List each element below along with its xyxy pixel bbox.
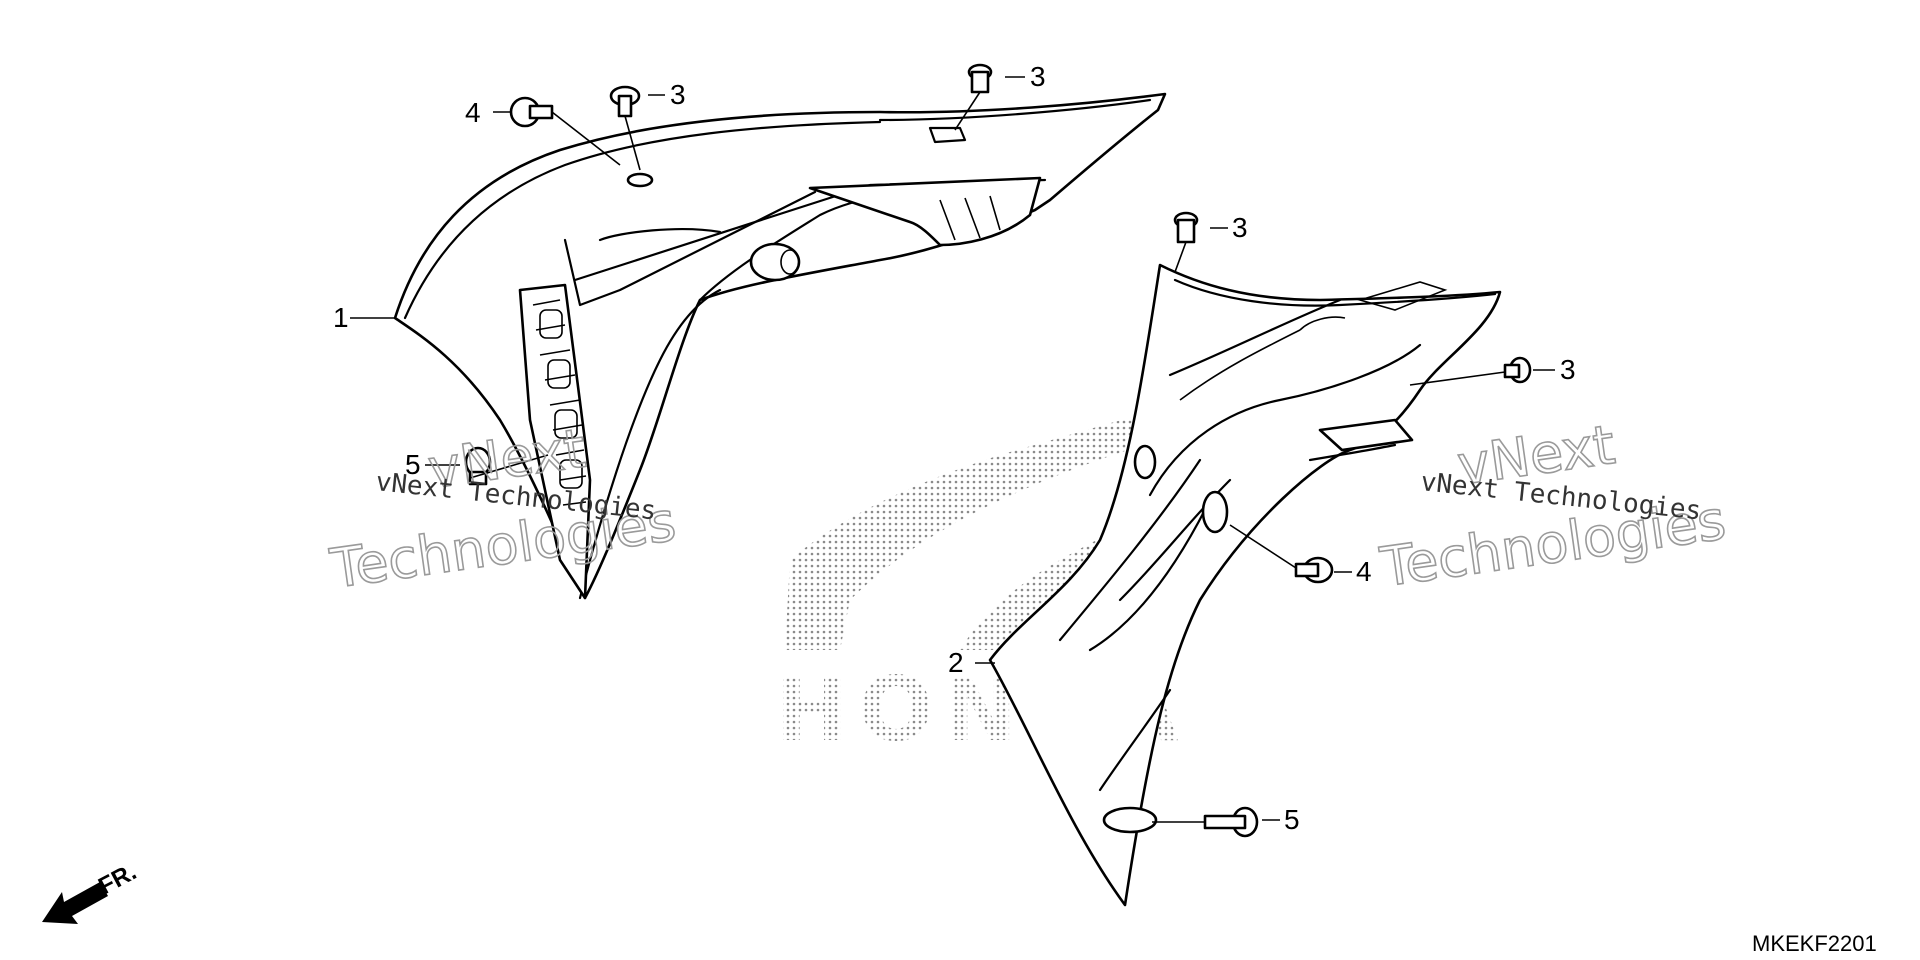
screw-3-top-middle — [954, 63, 993, 131]
screw-3-right-top — [1173, 211, 1199, 273]
front-arrow-icon — [42, 882, 108, 924]
front-direction-arrow: FR. — [42, 858, 141, 924]
callout-5-right: 5 — [1284, 804, 1300, 835]
bolt-5-left — [464, 446, 549, 486]
left-radiator-shroud — [393, 92, 1167, 600]
callout-4-right: 4 — [1356, 556, 1372, 587]
diagram-code: MKEKF2201 — [1752, 931, 1877, 956]
callout-4-left: 4 — [465, 97, 481, 128]
right-radiator-shroud — [988, 263, 1502, 907]
callout-1: 1 — [333, 302, 349, 333]
callout-3-right-top: 3 — [1232, 212, 1248, 243]
screw-3-right-side — [1409, 356, 1532, 386]
screw-3-top-left — [609, 85, 641, 171]
callout-5-left: 5 — [405, 449, 421, 480]
bolt-4-right — [1229, 524, 1334, 584]
bolt-5-right — [1152, 806, 1259, 838]
callout-2: 2 — [948, 647, 964, 678]
callout-3-right-side: 3 — [1560, 354, 1576, 385]
callout-3-top-left: 3 — [670, 79, 686, 110]
callout-3-top-middle: 3 — [1030, 61, 1046, 92]
